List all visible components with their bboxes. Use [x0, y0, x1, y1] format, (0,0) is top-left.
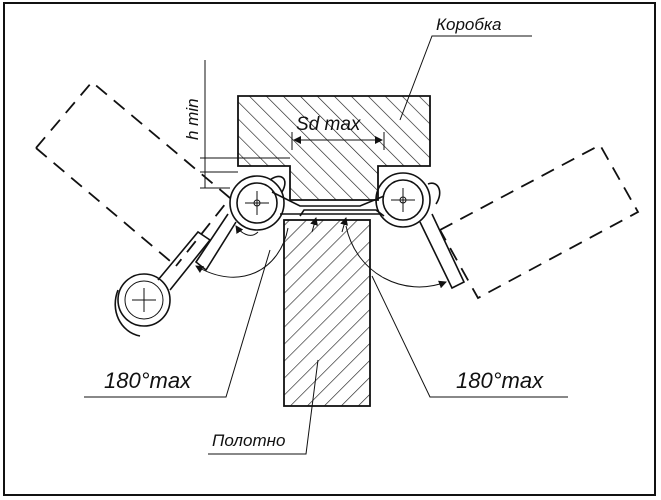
leader-angle-left	[84, 249, 271, 398]
door-leaf	[283, 219, 371, 407]
sd-max-dimension	[291, 132, 385, 150]
h-min-dimension	[200, 60, 290, 189]
leader-box	[399, 35, 532, 121]
label-leaf: Полотно	[212, 431, 285, 450]
open-leaf-right-dashed	[438, 143, 640, 300]
label-gap: Sd max	[296, 114, 362, 135]
hinge-left-swung	[114, 230, 212, 337]
frame-box	[237, 95, 431, 201]
leader-angle-right	[371, 275, 568, 398]
open-leaf-left-dashed	[35, 80, 232, 267]
label-angle-left: 180°max	[104, 368, 192, 393]
label-box: Коробка	[436, 15, 501, 34]
label-angle-right: 180°max	[456, 368, 544, 393]
hinge-right	[375, 172, 466, 290]
leader-leaf	[208, 359, 319, 455]
label-height: h min	[183, 98, 202, 140]
